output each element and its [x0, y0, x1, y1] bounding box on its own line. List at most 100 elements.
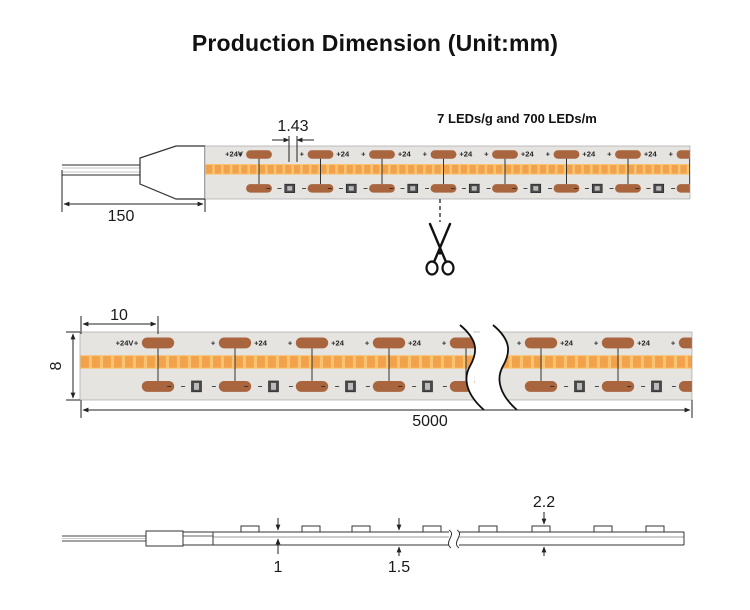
led-bumps — [240, 525, 665, 533]
led-chip — [356, 356, 364, 368]
led-chip — [671, 165, 678, 174]
dimension-width: 8 — [48, 331, 80, 401]
copper-pad-top — [449, 337, 475, 349]
led-chip — [600, 356, 608, 368]
resistor-core — [594, 186, 600, 191]
resistor-core — [348, 186, 354, 191]
led-chip — [355, 165, 362, 174]
led-chip — [688, 356, 692, 368]
pad-label: +24 — [644, 150, 658, 159]
wire-connector — [139, 145, 206, 200]
copper-pad-top — [738, 150, 750, 158]
copper-pad-top — [295, 337, 329, 349]
led-chip — [147, 356, 155, 368]
led-chip — [378, 356, 386, 368]
led-bump — [593, 525, 613, 533]
led-spacing-label: 1.43 — [277, 118, 308, 135]
led-chip — [249, 165, 257, 174]
resistor-core — [533, 186, 539, 191]
copper-pad-bottom — [676, 184, 690, 193]
led-chip — [180, 356, 188, 368]
led-chip — [512, 356, 520, 368]
led-chip — [301, 356, 309, 368]
pad-plus: + — [546, 150, 551, 159]
led-chip — [191, 356, 199, 368]
dimension-strip-thickness: 1.5 — [388, 518, 410, 576]
copper-pad-bottom — [369, 184, 395, 193]
pad-label: +24 — [254, 339, 268, 348]
pad-label: +24 — [637, 339, 651, 348]
led-chip — [224, 356, 232, 368]
pad-label: +24 — [521, 150, 535, 159]
led-chip — [478, 165, 485, 174]
copper-pad-top — [372, 337, 406, 349]
resistor-core — [656, 186, 662, 191]
resistor-core — [577, 382, 582, 390]
led-chip — [548, 165, 555, 174]
resistor — [715, 184, 725, 192]
led-chip — [246, 356, 254, 368]
resistor-core — [194, 382, 199, 390]
led-chip — [206, 165, 213, 174]
led-bump — [478, 525, 498, 533]
led-chip — [434, 165, 441, 174]
led-chip — [312, 356, 320, 368]
led-chip — [455, 356, 463, 368]
led-chip — [285, 165, 292, 174]
copper-pad-top — [307, 150, 334, 159]
led-chip — [158, 356, 166, 368]
led-chip — [611, 356, 619, 368]
led-chip — [235, 356, 243, 368]
led-chip — [504, 165, 512, 174]
pad-plus: + — [238, 150, 243, 159]
pad-plus: + — [730, 150, 735, 159]
led-chip — [539, 165, 547, 174]
copper-pad-top — [369, 150, 395, 159]
led-chip — [601, 165, 608, 174]
copper-pad-bottom — [295, 380, 329, 392]
led-chip — [618, 165, 626, 174]
resistor-core — [410, 186, 416, 191]
copper-pad-bottom — [372, 380, 406, 392]
scissors-icon — [425, 222, 455, 276]
wire-length-label: 150 — [108, 208, 135, 225]
pad-label: +24 — [336, 150, 350, 159]
led-chip — [92, 356, 100, 368]
copper-pad-top — [246, 150, 272, 159]
led-chip — [367, 356, 375, 368]
led-chip — [416, 165, 424, 174]
copper-pad-top — [676, 150, 690, 159]
resistor-core — [425, 382, 430, 390]
pad-label: +24 — [331, 339, 345, 348]
page-title: Production Dimension (Unit:mm) — [191, 30, 559, 56]
led-chip — [241, 165, 248, 174]
led-chip — [644, 356, 652, 368]
pad-label: +24 — [408, 339, 422, 348]
pad-plus: + — [669, 150, 674, 159]
break-line-right — [492, 324, 518, 411]
led-chip — [169, 356, 177, 368]
led-chip — [433, 356, 441, 368]
pad-plus: + — [594, 339, 599, 348]
led-chip — [408, 165, 415, 174]
pad-plus: + — [423, 150, 428, 159]
led-chip — [444, 356, 452, 368]
resistor-core — [718, 186, 723, 190]
led-chip — [422, 356, 430, 368]
led-chip — [223, 165, 230, 174]
dimension-led-spacing: 1.43 — [272, 118, 314, 162]
resistor — [729, 381, 739, 392]
pad-plus: + — [365, 339, 370, 348]
led-chip — [311, 165, 318, 174]
led-chip — [267, 165, 274, 174]
led-chip — [589, 356, 597, 368]
connector-side — [145, 530, 184, 547]
led-chip — [425, 165, 432, 174]
pad-plus: + — [517, 339, 522, 348]
led-chip — [662, 165, 670, 174]
pad-label: +24V — [116, 339, 134, 348]
led-chip — [81, 356, 89, 368]
copper-pad-top — [141, 337, 175, 349]
copper-pad-bottom — [615, 184, 641, 193]
led-chip — [202, 356, 210, 368]
